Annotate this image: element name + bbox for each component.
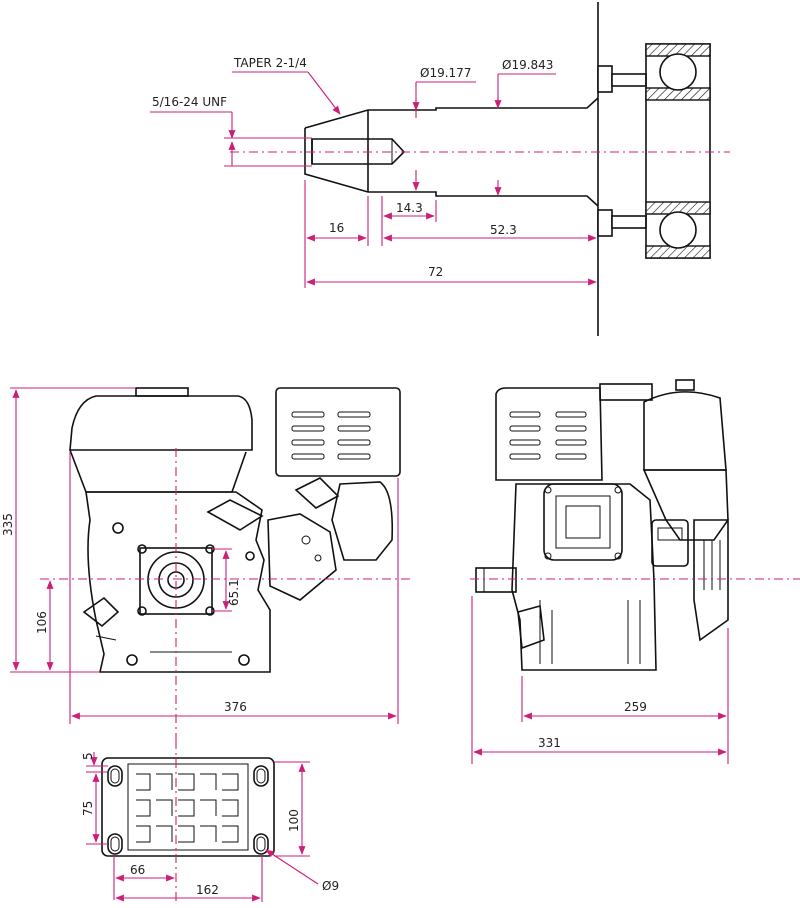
spacing-162-label: 162 bbox=[196, 883, 219, 897]
front-view: 335 106 65.1 376 bbox=[1, 387, 410, 740]
base-inner bbox=[127, 763, 249, 851]
mount-slot-tr bbox=[253, 765, 269, 787]
side-carb bbox=[651, 519, 689, 567]
bolt-spacing-label: 65.1 bbox=[227, 579, 241, 606]
depth-259-label: 259 bbox=[624, 700, 647, 714]
bearing-ball-bottom bbox=[659, 211, 697, 249]
governor-plate bbox=[267, 513, 337, 601]
shaft-height-106-label: 106 bbox=[35, 611, 49, 634]
width-376-label: 376 bbox=[224, 700, 247, 714]
oil-drain bbox=[82, 596, 120, 628]
thread-label: 5/16-24 UNF bbox=[152, 95, 227, 109]
housing-tab-top bbox=[597, 65, 613, 93]
base-ribs bbox=[136, 773, 239, 843]
offset-66-label: 66 bbox=[130, 863, 145, 877]
base-view: 5 75 100 66 162 Ø9 bbox=[81, 740, 339, 904]
side-view: 259 331 bbox=[470, 379, 800, 764]
height-335-label: 335 bbox=[1, 513, 15, 536]
mount-slot-tl bbox=[107, 765, 123, 787]
housing-step-top bbox=[611, 73, 647, 87]
hole-dia-label: Ø9 bbox=[322, 879, 339, 893]
valve-cover bbox=[543, 483, 623, 561]
shaft-detail: 5/16-24 UNF TAPER 2-1/4 Ø19.177 Ø19.843 … bbox=[150, 2, 730, 336]
len-52-3-label: 52.3 bbox=[490, 223, 517, 237]
housing-step-bottom bbox=[611, 215, 647, 229]
len-16-label: 16 bbox=[329, 221, 344, 235]
depth-331-label: 331 bbox=[538, 736, 561, 750]
fuel-tank bbox=[69, 395, 253, 451]
side-fuel-tank bbox=[495, 387, 603, 481]
fuel-cap bbox=[135, 387, 189, 397]
muffler bbox=[693, 519, 729, 642]
air-filter-slots bbox=[291, 411, 371, 460]
side-body bbox=[511, 483, 657, 671]
crankcase bbox=[85, 491, 271, 673]
bearing-ball-top bbox=[659, 53, 697, 91]
len-72-label: 72 bbox=[428, 265, 443, 279]
spacing-75-label: 75 bbox=[81, 801, 95, 816]
side-cap bbox=[599, 383, 653, 401]
taper-label: TAPER 2-1/4 bbox=[233, 56, 307, 70]
carburetor bbox=[331, 481, 394, 561]
dia-small-label: Ø19.177 bbox=[420, 66, 471, 80]
overall-100-label: 100 bbox=[287, 809, 301, 832]
side-shaft bbox=[475, 567, 517, 593]
shaft-outline bbox=[304, 97, 599, 207]
housing-tab-bottom bbox=[597, 209, 613, 237]
mount-slot-br bbox=[253, 833, 269, 855]
base-plate bbox=[101, 757, 275, 857]
dia-large-label: Ø19.843 bbox=[502, 58, 553, 72]
offset-5-label: 5 bbox=[81, 752, 95, 760]
air-filter bbox=[275, 387, 401, 477]
len-14-3-label: 14.3 bbox=[396, 201, 423, 215]
recoil-starter bbox=[643, 391, 727, 471]
side-tank-slots bbox=[509, 411, 587, 460]
